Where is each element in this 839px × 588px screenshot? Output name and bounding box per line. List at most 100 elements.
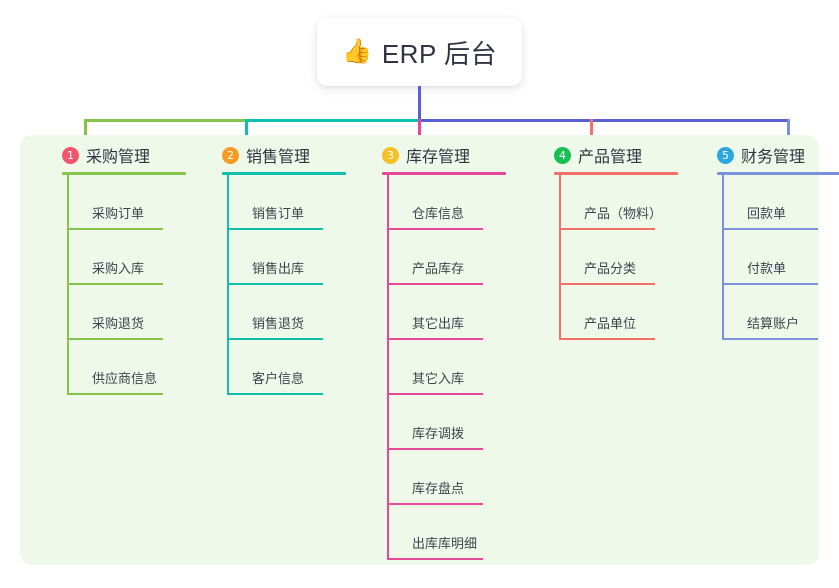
list-item-underline bbox=[559, 228, 655, 230]
list-item-label: 仓库信息 bbox=[412, 206, 465, 221]
list-item-label: 其它出库 bbox=[412, 316, 465, 331]
root-node[interactable]: 👍 ERP 后台 bbox=[317, 18, 522, 86]
list-item-underline bbox=[559, 338, 655, 340]
list-item[interactable]: 采购订单 bbox=[67, 175, 200, 230]
list-item[interactable]: 库存盘点 bbox=[387, 450, 520, 505]
root-title: ERP 后台 bbox=[381, 38, 498, 69]
list-item-underline bbox=[227, 228, 323, 230]
column-title: 销售管理 bbox=[246, 149, 311, 166]
column-spine bbox=[722, 175, 724, 340]
bus-segment-1 bbox=[84, 119, 247, 122]
list-item-label: 产品分类 bbox=[584, 261, 637, 276]
column-title: 采购管理 bbox=[86, 149, 151, 166]
list-item[interactable]: 出库库明细 bbox=[387, 505, 520, 560]
list-item-label: 采购入库 bbox=[92, 261, 145, 276]
list-item[interactable]: 产品分类 bbox=[559, 230, 692, 285]
list-item-underline bbox=[387, 228, 483, 230]
column-items: 产品（物料） 产品分类产品单位 bbox=[559, 175, 692, 340]
list-item-underline bbox=[227, 283, 323, 285]
list-item-label: 销售订单 bbox=[252, 206, 305, 221]
column-spine bbox=[559, 175, 561, 340]
drop-column-4 bbox=[590, 119, 593, 149]
list-item[interactable]: 客户信息 bbox=[227, 340, 360, 395]
thumbs-up-icon: 👍 bbox=[341, 38, 372, 65]
list-item-underline bbox=[387, 558, 483, 560]
list-item-underline bbox=[387, 283, 483, 285]
list-item[interactable]: 供应商信息 bbox=[67, 340, 200, 395]
list-item-label: 供应商信息 bbox=[92, 371, 158, 386]
list-item[interactable]: 仓库信息 bbox=[387, 175, 520, 230]
list-item[interactable]: 销售退货 bbox=[227, 285, 360, 340]
list-item-underline bbox=[387, 338, 483, 340]
list-item[interactable]: 采购入库 bbox=[67, 230, 200, 285]
list-item-underline bbox=[559, 283, 655, 285]
list-item-underline bbox=[387, 393, 483, 395]
column-items: 采购订单采购入库采购退货供应商信息 bbox=[67, 175, 200, 395]
list-item[interactable]: 回款单 bbox=[722, 175, 839, 230]
list-item-underline bbox=[67, 393, 163, 395]
column-badge-4: 4 bbox=[554, 146, 571, 164]
list-item-label: 产品（物料） bbox=[584, 206, 663, 221]
list-item-label: 付款单 bbox=[747, 261, 787, 276]
column-underline bbox=[554, 172, 678, 175]
list-item-underline bbox=[387, 448, 483, 450]
column-spine bbox=[227, 175, 229, 395]
column-title: 产品管理 bbox=[578, 149, 643, 166]
column-items: 仓库信息产品库存其它出库其它入库库存调拨库存盘点出库库明细 bbox=[387, 175, 520, 560]
column-items: 销售订单销售出库销售退货客户信息 bbox=[227, 175, 360, 395]
drop-column-2 bbox=[245, 119, 248, 149]
column-spine bbox=[387, 175, 389, 560]
list-item[interactable]: 销售出库 bbox=[227, 230, 360, 285]
list-item-underline bbox=[227, 393, 323, 395]
column-spine bbox=[67, 175, 69, 395]
list-item[interactable]: 其它入库 bbox=[387, 340, 520, 395]
column-header-4[interactable]: 4 产品管理 bbox=[532, 135, 692, 175]
list-item-label: 销售出库 bbox=[252, 261, 305, 276]
list-item-label: 出库库明细 bbox=[412, 536, 478, 551]
column-underline bbox=[717, 172, 839, 175]
list-item-label: 客户信息 bbox=[252, 371, 305, 386]
list-item-label: 产品单位 bbox=[584, 316, 637, 331]
column-header-3[interactable]: 3 库存管理 bbox=[360, 135, 520, 175]
list-item-label: 采购退货 bbox=[92, 316, 145, 331]
list-item-underline bbox=[227, 338, 323, 340]
bus-segment-5 bbox=[699, 119, 789, 122]
list-item[interactable]: 采购退货 bbox=[67, 285, 200, 340]
root-connector-vertical bbox=[418, 86, 421, 122]
list-item[interactable]: 其它出库 bbox=[387, 285, 520, 340]
list-item[interactable]: 销售订单 bbox=[227, 175, 360, 230]
list-item-underline bbox=[67, 338, 163, 340]
list-item-label: 其它入库 bbox=[412, 371, 465, 386]
list-item[interactable]: 产品单位 bbox=[559, 285, 692, 340]
list-item[interactable]: 结算账户 bbox=[722, 285, 839, 340]
list-item-label: 采购订单 bbox=[92, 206, 145, 221]
list-item-underline bbox=[387, 503, 483, 505]
column-title: 库存管理 bbox=[406, 149, 471, 166]
list-item-underline bbox=[67, 228, 163, 230]
list-item[interactable]: 付款单 bbox=[722, 230, 839, 285]
column-title: 财务管理 bbox=[741, 149, 806, 166]
list-item[interactable]: 产品库存 bbox=[387, 230, 520, 285]
column-underline bbox=[62, 172, 186, 175]
column-underline bbox=[382, 172, 506, 175]
column-3: 3 库存管理仓库信息产品库存其它出库其它入库库存调拨库存盘点出库库明细 bbox=[360, 135, 520, 560]
list-item-underline bbox=[722, 338, 818, 340]
list-item-underline bbox=[67, 283, 163, 285]
bus-segment-2 bbox=[247, 119, 419, 122]
column-badge-3: 3 bbox=[382, 146, 399, 164]
list-item[interactable]: 产品（物料） bbox=[559, 175, 692, 230]
list-item-label: 库存调拨 bbox=[412, 426, 465, 441]
list-item-label: 销售退货 bbox=[252, 316, 305, 331]
drop-column-5 bbox=[787, 119, 790, 149]
list-item[interactable]: 库存调拨 bbox=[387, 395, 520, 450]
bus-segment-4 bbox=[419, 119, 699, 122]
list-item-underline bbox=[722, 283, 818, 285]
list-item-label: 结算账户 bbox=[747, 316, 800, 331]
